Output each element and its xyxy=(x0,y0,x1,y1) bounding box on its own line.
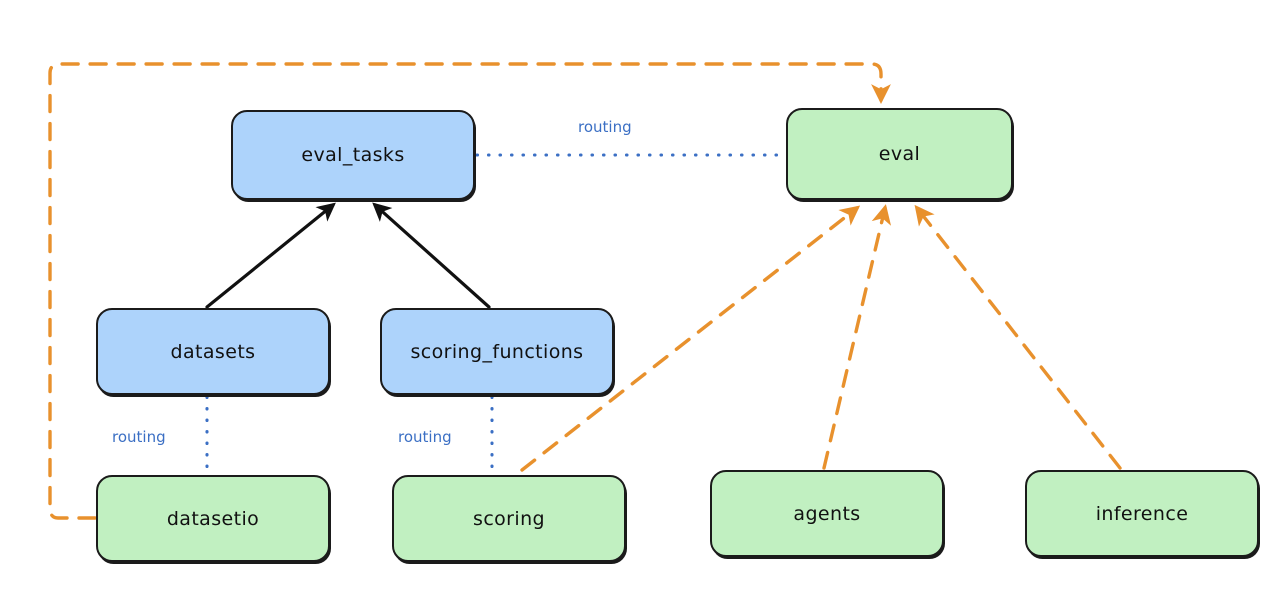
node-eval[interactable]: eval xyxy=(786,108,1013,200)
node-label-inference: inference xyxy=(1095,502,1189,525)
node-datasetio[interactable]: datasetio xyxy=(96,475,330,562)
node-label-eval: eval xyxy=(878,143,921,165)
edge-label-routing-datasets-datasetio: routing xyxy=(112,428,166,446)
edge-label-routing-scoring-functions-scoring: routing xyxy=(398,428,452,446)
node-scoring[interactable]: scoring xyxy=(392,475,626,562)
node-agents[interactable]: agents xyxy=(710,470,944,557)
node-label-scoring-functions: scoring_functions xyxy=(410,340,584,363)
node-eval-tasks[interactable]: eval_tasks xyxy=(231,110,475,200)
edge-label-routing-eval-tasks-eval: routing xyxy=(578,118,632,136)
node-label-eval-tasks: eval_tasks xyxy=(301,144,405,166)
node-label-agents: agents xyxy=(793,502,861,525)
node-label-datasets: datasets xyxy=(170,340,256,363)
node-inference[interactable]: inference xyxy=(1025,470,1259,557)
node-scoring-functions[interactable]: scoring_functions xyxy=(380,308,614,395)
edge-scoring-to-eval xyxy=(520,205,861,472)
edge-inference-to-eval xyxy=(914,204,1122,470)
edge-agents-to-eval xyxy=(822,204,892,470)
edge-datasets-to-eval-tasks xyxy=(205,202,336,309)
node-label-datasetio: datasetio xyxy=(166,507,260,530)
node-datasets[interactable]: datasets xyxy=(96,308,330,395)
edge-scoring-functions-to-eval-tasks xyxy=(372,202,491,309)
edge-datasetio-to-eval xyxy=(48,62,891,520)
node-label-scoring: scoring xyxy=(473,507,545,530)
